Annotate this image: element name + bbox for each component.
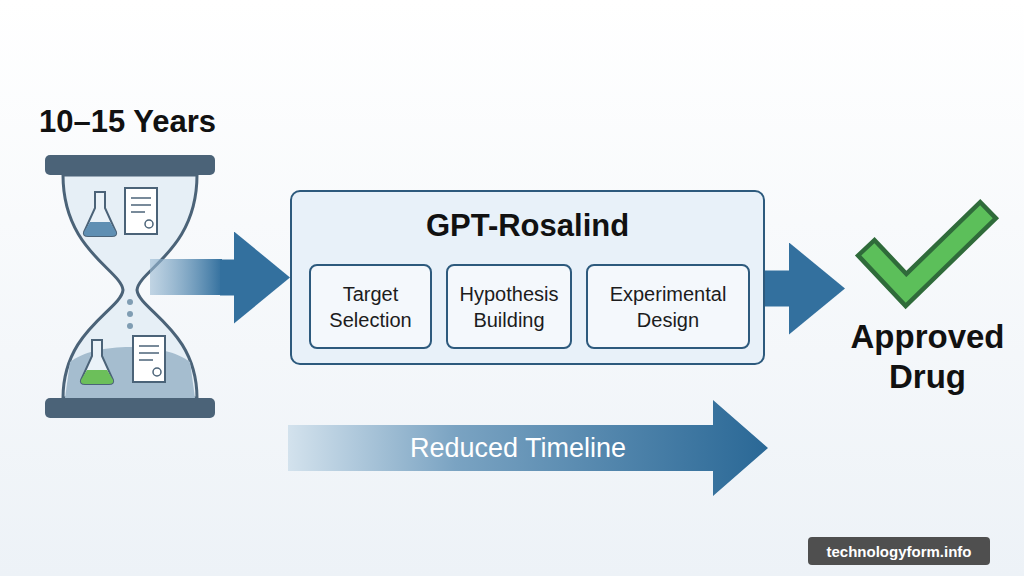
watermark: technologyform.info <box>808 537 990 565</box>
node-text: Approved Drug <box>845 317 1010 397</box>
checkmark-icon <box>874 218 980 290</box>
hourglass-node: 10–15 Years <box>35 100 220 422</box>
document-icon <box>133 336 165 382</box>
document-icon <box>125 188 157 234</box>
flow-arrow <box>220 260 234 296</box>
node-text: Hypothesis Building <box>452 281 566 333</box>
node-text: Reduced Timeline <box>288 425 748 471</box>
node-text: Target Selection <box>315 281 426 333</box>
flask-icon <box>84 192 116 236</box>
process-box: Hypothesis Building <box>446 264 572 349</box>
process-box: Experimental Design <box>586 264 750 349</box>
flask-icon <box>81 340 113 384</box>
model-box: GPT-RosalindTarget Selection Hypothesis B… <box>290 190 765 365</box>
process-box: Target Selection <box>309 264 432 349</box>
arrow-shaft <box>150 259 222 295</box>
flow-arrow <box>765 271 789 307</box>
node-text: 10–15 Years <box>35 104 220 140</box>
timeline-arrow: Reduced Timeline <box>288 400 768 496</box>
result-node: Approved Drug <box>845 212 1010 402</box>
node-text: GPT-Rosalind <box>292 208 763 244</box>
node-text: Experimental Design <box>592 281 744 333</box>
